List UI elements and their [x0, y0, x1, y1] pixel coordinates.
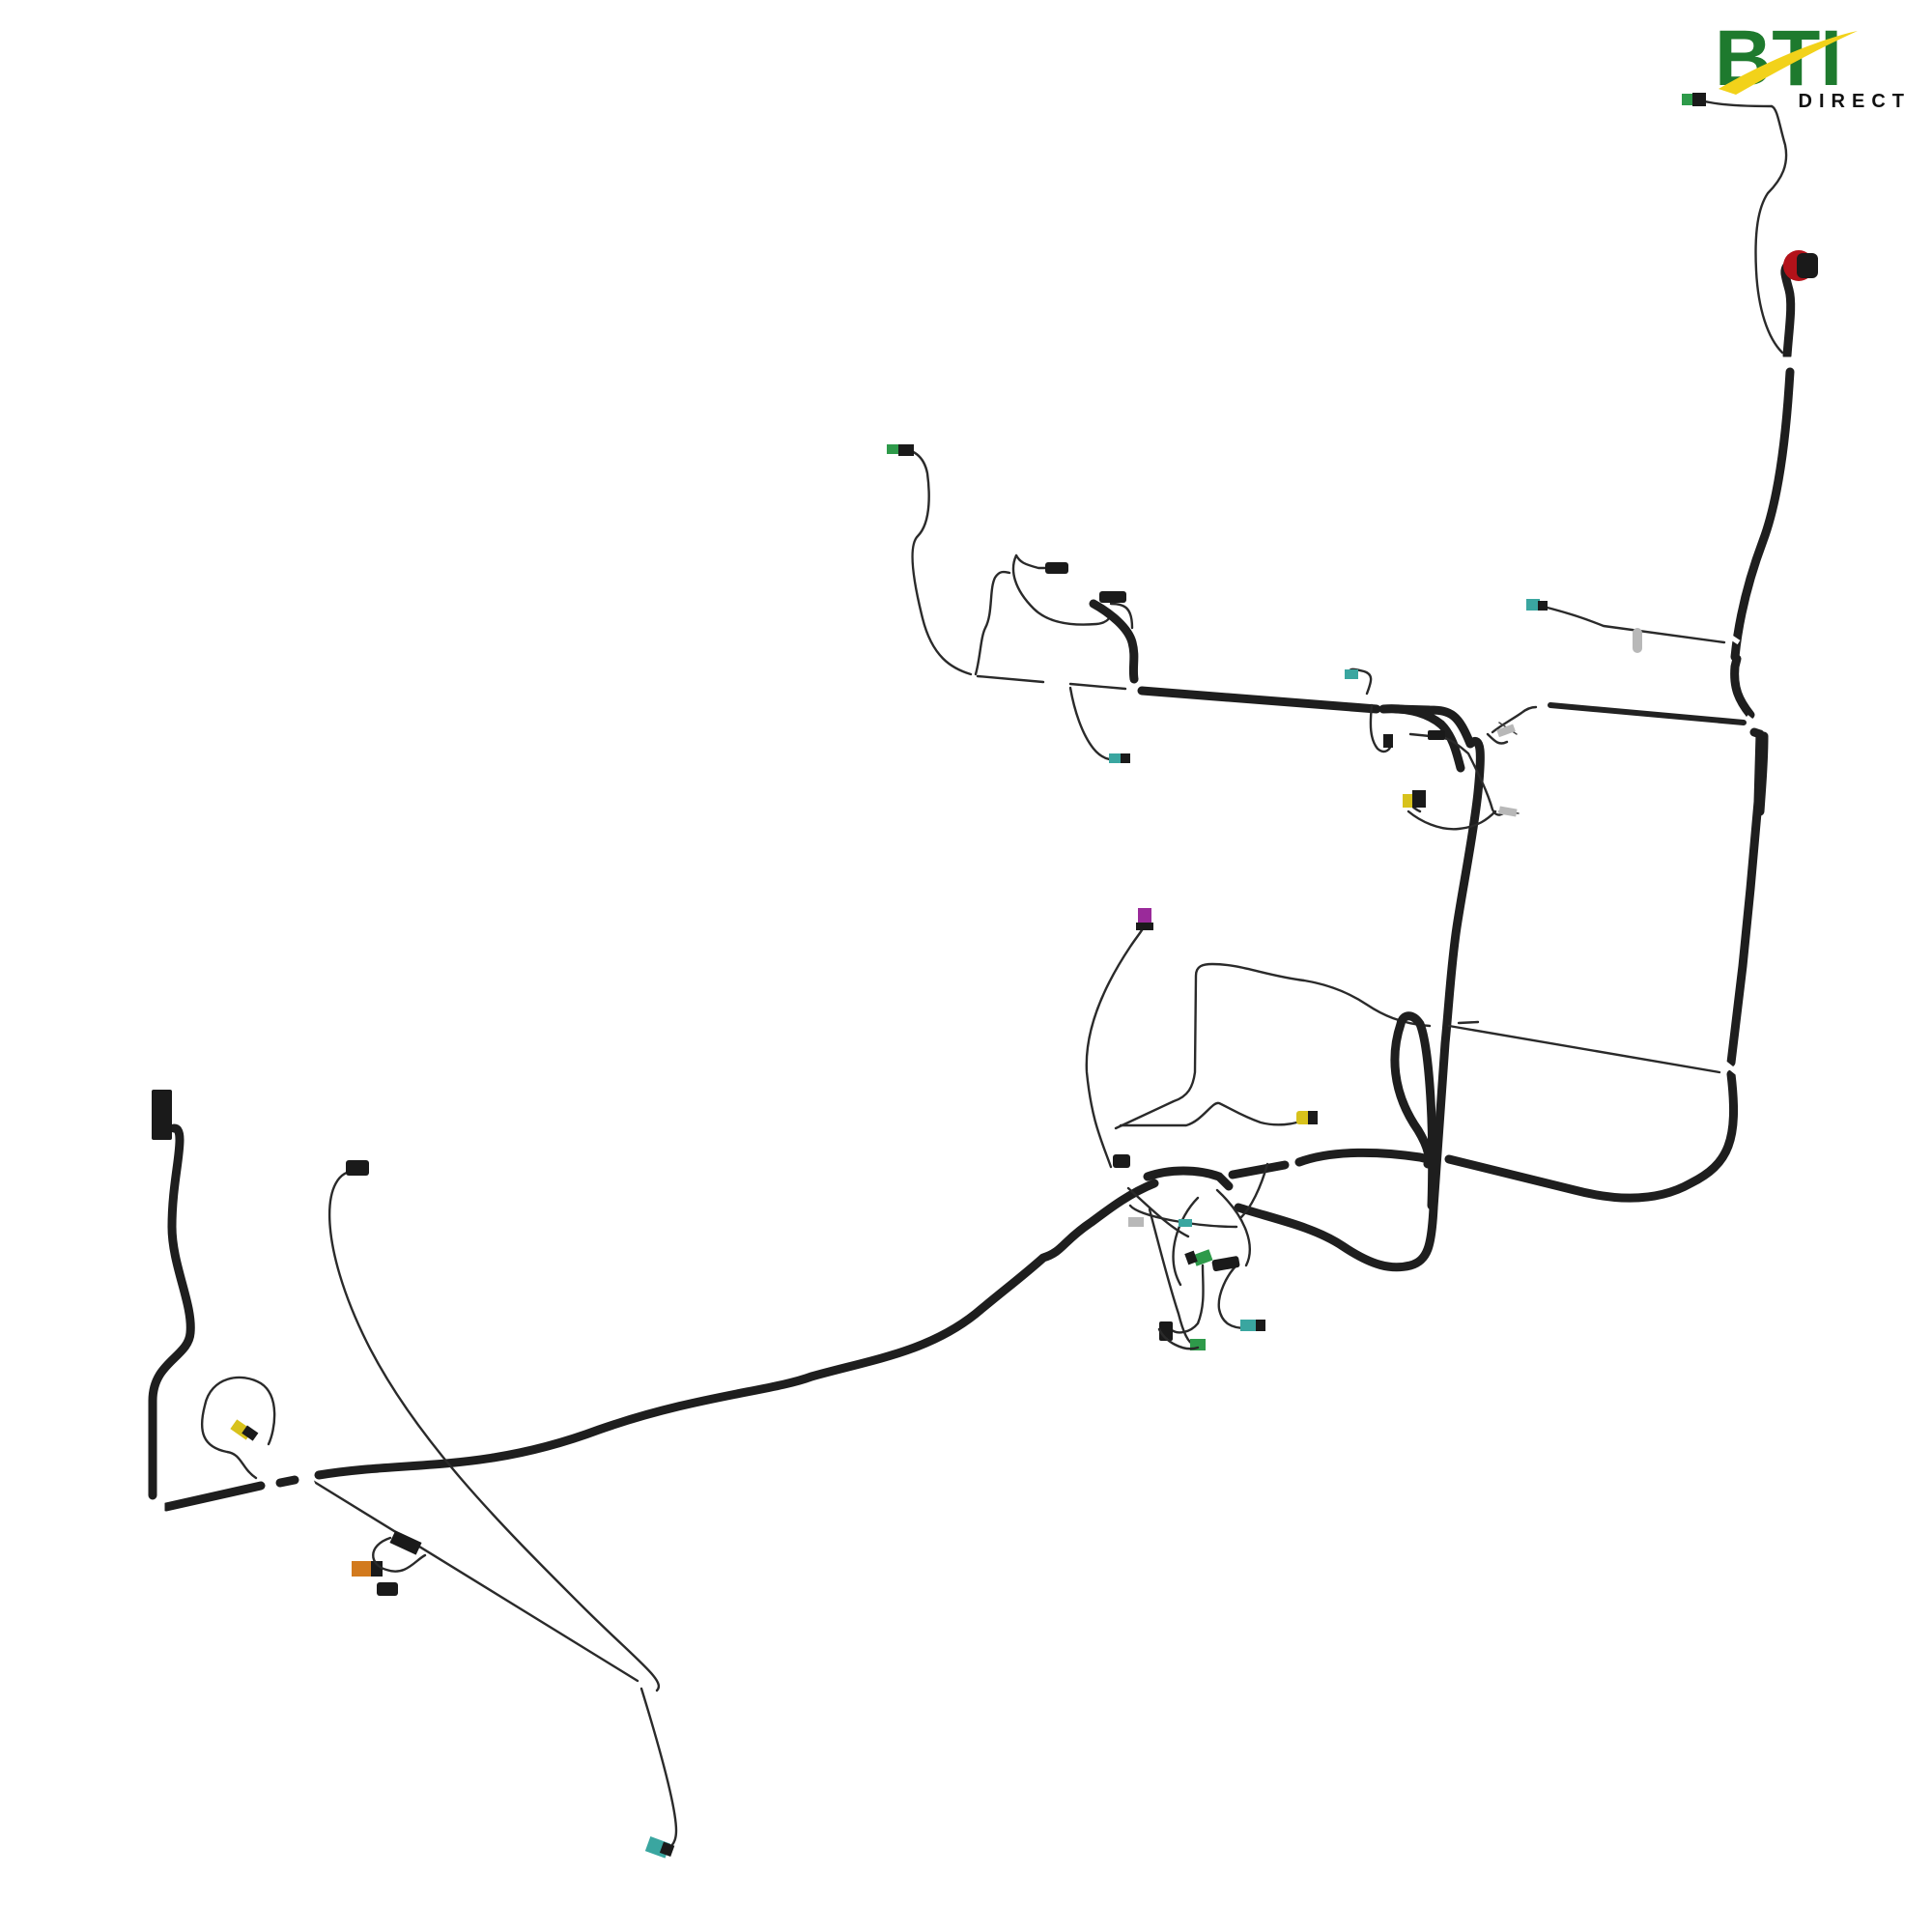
- right-riser: [1682, 93, 1818, 662]
- diagonal-branch: [309, 1478, 678, 1859]
- clip-gray-b: [1498, 806, 1518, 817]
- long-thin-arc: [328, 1160, 660, 1692]
- orange-connector: [352, 1561, 371, 1577]
- top-center-connector-teal: [1109, 753, 1122, 763]
- bti-wordmark: BTI: [1715, 19, 1858, 102]
- logo-tagline: DIRECT: [1798, 91, 1911, 112]
- top-right-connector-green: [1682, 94, 1695, 105]
- upper-left-connector: [346, 1160, 369, 1176]
- right-upper-connector-teal-b: [1526, 599, 1540, 611]
- right-upper-branches: [1345, 599, 1726, 831]
- break-marks: [159, 356, 1797, 1517]
- hub-connector-green-a: [1192, 1249, 1213, 1266]
- clip-gray-c: [1633, 628, 1642, 653]
- purple-connector: [1138, 908, 1151, 923]
- right-upper-connector-teal-a: [1345, 669, 1358, 679]
- left-branch: [148, 1090, 276, 1500]
- top-center-branches: [887, 444, 1139, 763]
- logo-swoosh: [1719, 31, 1858, 95]
- central-hub: [1085, 908, 1438, 1350]
- brand-logo: BTI: [1713, 19, 1911, 120]
- top-left-connector-green: [887, 444, 900, 454]
- left-end-connector: [152, 1090, 172, 1140]
- hub-connector-teal-b: [1240, 1320, 1258, 1331]
- clip-gray-a: [1496, 724, 1516, 738]
- upper-trunk: [976, 654, 1769, 816]
- right-loop-trunk: [1390, 704, 1765, 1212]
- main-trunk: [161, 1179, 1159, 1512]
